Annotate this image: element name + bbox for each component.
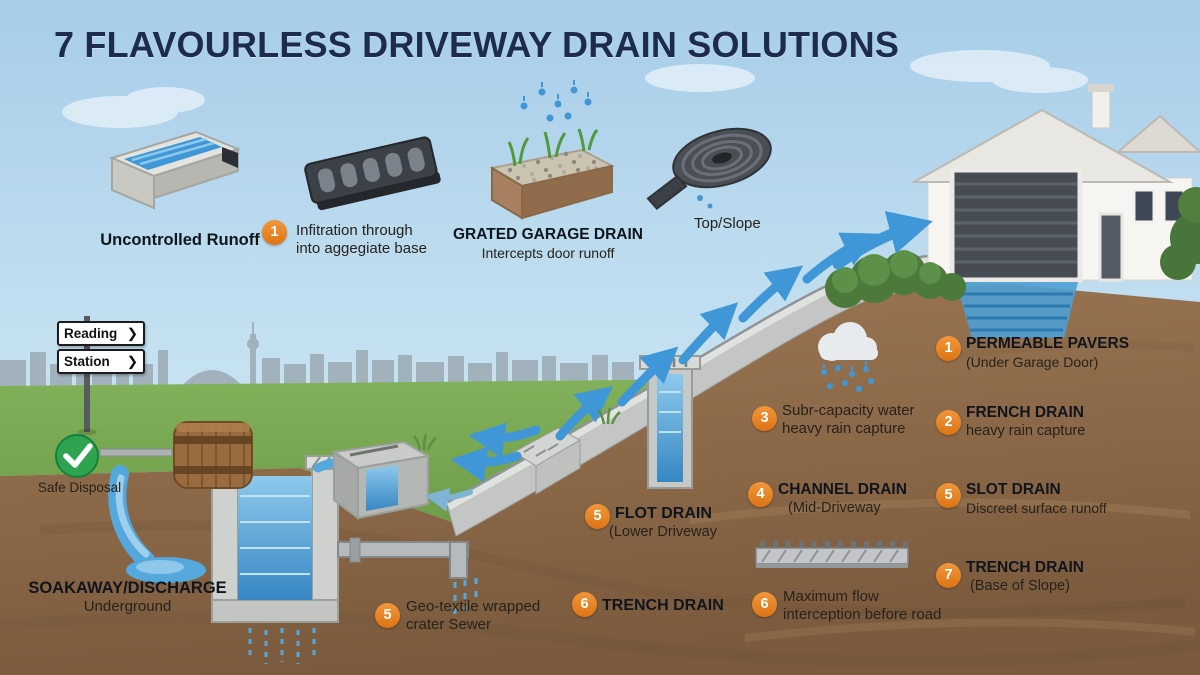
- slot-label: SLOT DRAIN Discreet surface runoff: [966, 481, 1107, 517]
- sign-station-text: Station: [64, 354, 110, 369]
- soakaway-illustration: [99, 440, 478, 664]
- flot-label: FLOT DRAIN (Lower Driveway: [609, 504, 717, 541]
- permeable-title: PERMEABLE PAVERS: [966, 335, 1130, 352]
- infiltration-drips-icon: [248, 628, 316, 664]
- slot-title: SLOT DRAIN: [966, 481, 1061, 498]
- badge-geo: 5: [375, 603, 400, 628]
- rain-cloud-icon: [818, 322, 878, 392]
- geo-label: Geo-textile wrapped crater Sewer: [406, 598, 540, 635]
- check-icon: [55, 434, 99, 478]
- infiltration-line2: into aggegiate base: [296, 240, 427, 258]
- infiltration-line1: Infitration through: [296, 222, 413, 239]
- trench-drain-crosssection-icon: [755, 541, 909, 568]
- slot-subtitle: Discreet surface runoff: [966, 499, 1107, 516]
- geo-line1: Geo-textile wrapped: [406, 598, 541, 615]
- grated-garage-drain-label: GRATED GARAGE DRAIN Intercepts door runo…: [452, 226, 644, 262]
- trench7-title: TRENCH DRAIN: [966, 559, 1084, 576]
- badge-subr: 3: [752, 406, 777, 431]
- gravel-box-icon: [489, 128, 615, 220]
- flow-arrows-icon: [424, 211, 933, 512]
- sign-reading-text: Reading: [64, 326, 118, 341]
- pipe-drips-icon: [453, 578, 478, 616]
- page-title: 7 FLAVOURLESS DRIVEWAY DRAIN SOLUTIONS: [54, 24, 900, 65]
- french-subtitle: heavy rain capture: [966, 422, 1086, 439]
- top-slope-label: Top/Slope: [694, 215, 761, 232]
- side-bushes-icon: [1160, 187, 1200, 280]
- grass-tufts-icon: [413, 407, 621, 451]
- sign-arrow-icon: ❯: [126, 353, 138, 369]
- maxflow-line2: interception before road: [783, 606, 942, 624]
- badge-maxflow: 6: [752, 592, 777, 617]
- flot-subtitle: (Lower Driveway: [609, 523, 717, 540]
- soakaway-label: SOAKAWAY/DISCHARGE Underground: [15, 578, 240, 616]
- uncontrolled-runoff-label: Uncontrolled Runoff: [100, 231, 260, 249]
- badge-flot: 5: [585, 504, 610, 529]
- badge-trench6: 6: [572, 592, 597, 617]
- channel-subtitle: (Mid-Driveway: [788, 499, 881, 516]
- rain-drops-icon: [520, 80, 592, 122]
- badge-slot: 5: [936, 483, 961, 508]
- permeable-paver-water-icon: [956, 282, 1078, 338]
- maxflow-label: Maximum flow interception before road: [783, 588, 941, 625]
- sign-reading: Reading ❯: [57, 321, 145, 346]
- subr-line2: heavy rain capture: [782, 420, 906, 438]
- geo-line2: crater Sewer: [406, 616, 492, 634]
- subr-label: Subr-capacity water heavy rain capture: [782, 402, 915, 439]
- safe-disposal-label: Safe Disposal: [37, 480, 122, 495]
- infiltration-label: Infitration through into aggegiate base: [296, 222, 427, 259]
- barrel-icon: [173, 421, 253, 489]
- coil-drip-icon: [697, 195, 713, 209]
- badge-french: 2: [936, 410, 961, 435]
- badge-infiltration: 1: [262, 220, 287, 245]
- trench7-label: TRENCH DRAIN (Base of Slope): [966, 559, 1084, 596]
- sign-station: Station ❯: [57, 349, 145, 374]
- clouds-icon: [62, 50, 1088, 128]
- subr-line1: Subr-capacity water: [782, 402, 915, 419]
- badge-channel: 4: [748, 482, 773, 507]
- channel-title: CHANNEL DRAIN: [778, 481, 907, 498]
- garage-grate-icon: [304, 136, 441, 211]
- permeable-subtitle: (Under Garage Door): [966, 353, 1099, 370]
- trench6-label: TRENCH DRAIN: [602, 597, 724, 614]
- trench7-subtitle: (Base of Slope): [970, 577, 1070, 594]
- soakaway-title: SOAKAWAY/DISCHARGE: [28, 579, 227, 597]
- grated-subtitle: Intercepts door runoff: [481, 244, 615, 261]
- soakaway-subtitle: Underground: [83, 598, 172, 616]
- channel-drain-icon: [109, 130, 241, 210]
- house-icon: [825, 84, 1200, 338]
- signpost-icon: [77, 316, 97, 435]
- grass-blades-icon: [507, 128, 599, 167]
- maxflow-line1: Maximum flow: [783, 588, 879, 605]
- channel-label: CHANNEL DRAIN (Mid-Driveway: [778, 481, 907, 518]
- permeable-label: PERMEABLE PAVERS (Under Garage Door): [966, 335, 1129, 371]
- badge-permeable: 1: [936, 336, 961, 361]
- sign-arrow-icon: ❯: [126, 325, 138, 341]
- french-title: FRENCH DRAIN: [966, 404, 1084, 421]
- grated-title: GRATED GARAGE DRAIN: [452, 226, 644, 243]
- french-label: FRENCH DRAIN heavy rain capture: [966, 404, 1085, 441]
- rolled-pipe-icon: [646, 127, 772, 210]
- badge-trench7: 7: [936, 563, 961, 588]
- flot-title: FLOT DRAIN: [615, 505, 712, 522]
